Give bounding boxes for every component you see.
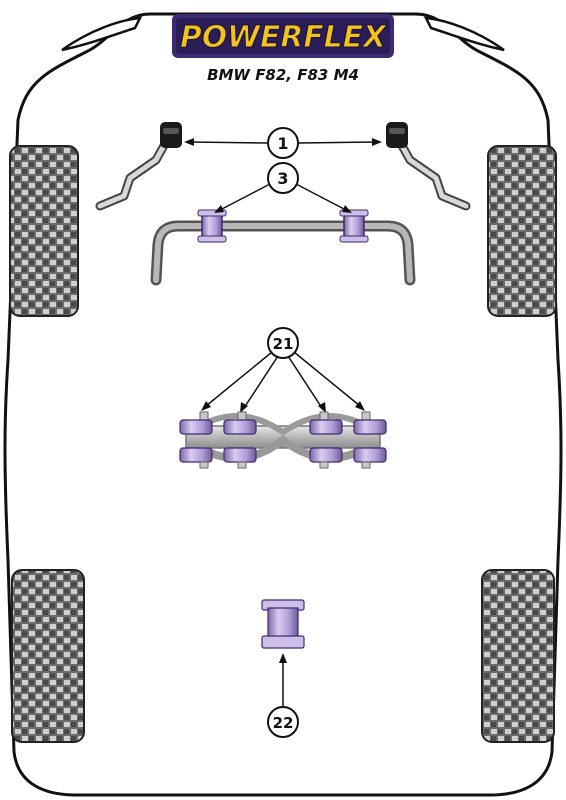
rear-right-tire (481, 569, 555, 743)
brand-text: POWERFLEX (180, 20, 388, 55)
front-right-fender-curve (423, 16, 505, 52)
callout-21-label: 21 (273, 335, 294, 353)
front-right-tire (487, 145, 557, 317)
callout-22-label: 22 (273, 714, 294, 732)
subframe-bushing-3 (309, 411, 343, 469)
rear-left-tire (11, 569, 85, 743)
callout-3-label: 3 (277, 169, 288, 188)
callout-3: 3 (214, 162, 352, 213)
callout-1: 1 (184, 127, 382, 159)
front-left-tire (9, 145, 79, 317)
subframe-bushing-2 (223, 411, 257, 469)
front-anti-roll-bar (150, 220, 416, 286)
subframe-bushing-1 (179, 411, 213, 469)
front-left-fender-curve (61, 16, 143, 52)
powerflex-logo: POWERFLEX (172, 14, 394, 58)
callout-22: 22 (267, 653, 299, 738)
anti-roll-bar-bushing-left (197, 209, 227, 243)
rear-bushing-22 (261, 599, 305, 649)
callout-1-label: 1 (277, 134, 288, 153)
callout-21: 21 (201, 327, 365, 413)
subframe-bushing-4 (353, 411, 387, 469)
drop-link-left (95, 122, 182, 211)
drop-link-right (386, 122, 471, 211)
car-body-outline (3, 12, 563, 797)
anti-roll-bar-bushing-right (339, 209, 369, 243)
vehicle-subtitle: BMW F82, F83 M4 (207, 66, 359, 84)
